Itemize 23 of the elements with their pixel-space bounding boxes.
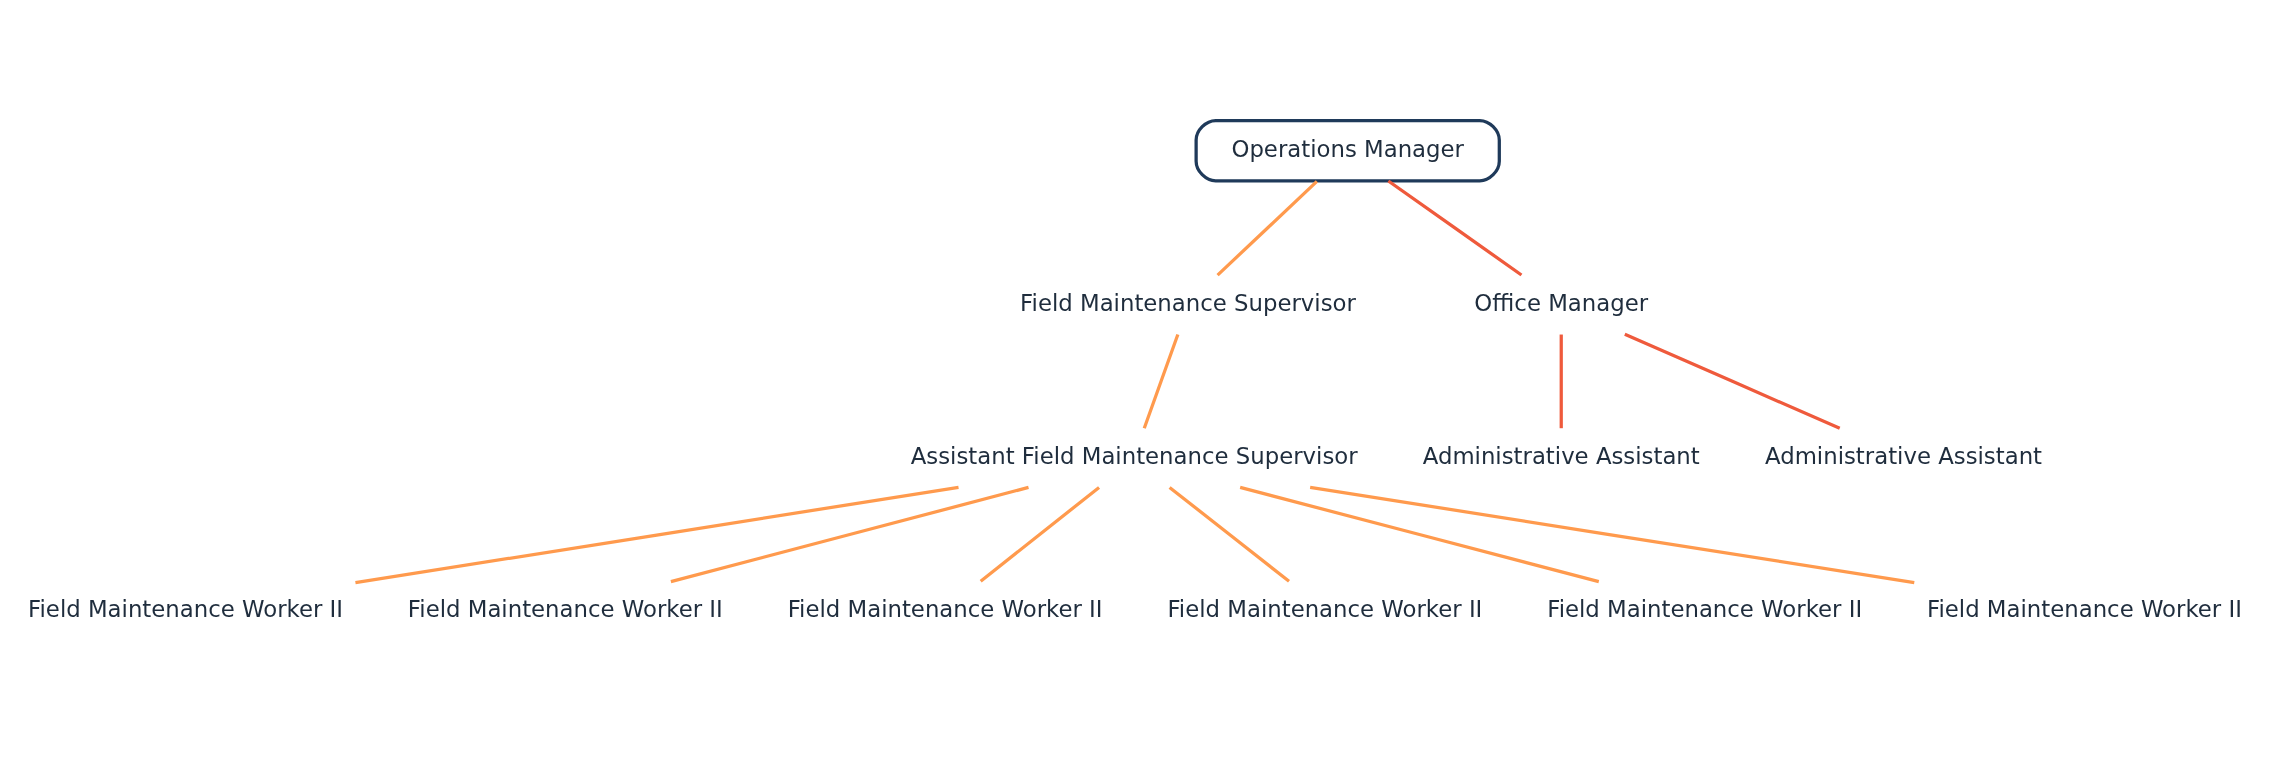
connector <box>979 485 1101 583</box>
connector <box>1624 332 1841 430</box>
node-text: Field Maintenance Supervisor <box>1020 289 1356 316</box>
node-text: Field Maintenance Worker II <box>28 595 344 622</box>
connector <box>1239 485 1600 583</box>
connector <box>1387 179 1523 276</box>
node-text: Assistant Field Maintenance Supervisor <box>910 442 1358 469</box>
node-text: Administrative Assistant <box>1765 442 2043 469</box>
connector <box>670 485 1029 583</box>
node-text: Office Manager <box>1474 289 1649 316</box>
connector <box>1168 485 1291 583</box>
node-text: Field Maintenance Worker II <box>1926 595 2242 622</box>
connector <box>1559 334 1563 428</box>
node-box: Operations Manager <box>1194 118 1501 182</box>
connector <box>1309 485 1915 584</box>
node-text: Field Maintenance Worker II <box>407 595 723 622</box>
connector <box>355 485 959 584</box>
node-text: Field Maintenance Worker II <box>1167 595 1483 622</box>
node-text: Field Maintenance Worker II <box>1547 595 1863 622</box>
node-text: Administrative Assistant <box>1422 442 1700 469</box>
node-text: Field Maintenance Worker II <box>787 595 1103 622</box>
connector <box>1142 333 1180 429</box>
connector <box>1216 179 1319 276</box>
